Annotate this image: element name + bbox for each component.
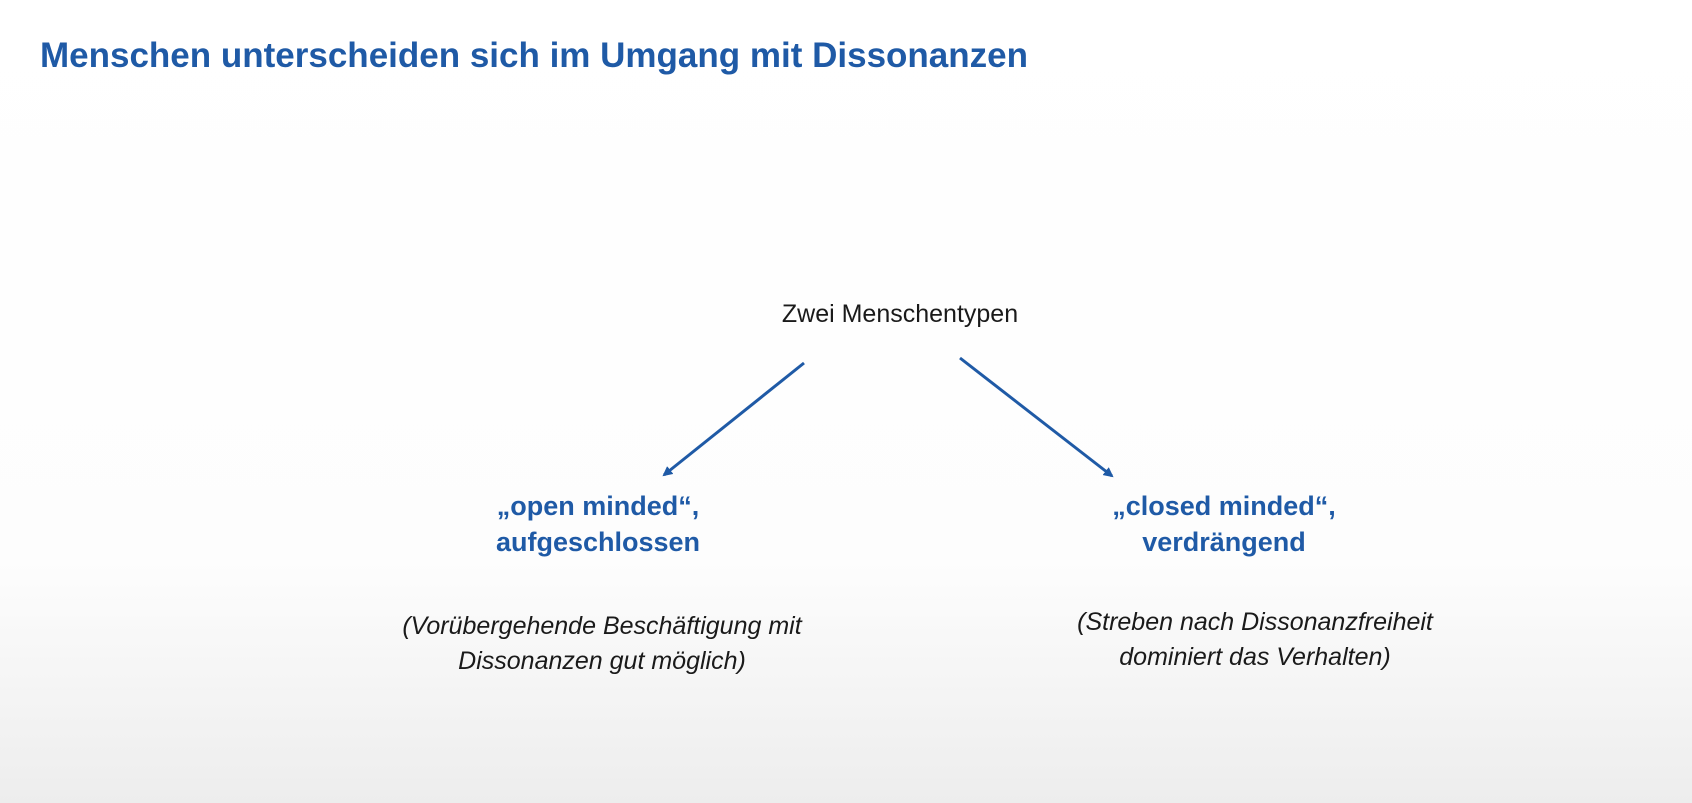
- open-minded-heading-line2: aufgeschlossen: [495, 527, 701, 558]
- closed-minded-description-line1: (Streben nach Dissonanzfreiheit: [1077, 608, 1433, 636]
- closed-minded-description-line2: dominiert das Verhalten): [1119, 643, 1391, 671]
- open-minded-heading-line1: „open minded“,: [496, 491, 700, 521]
- closed-minded-heading-line1: „closed minded“,: [1112, 491, 1336, 521]
- open-minded-description-line1: (Vorübergehende Beschäftigung mit: [402, 612, 802, 640]
- open-minded-description: (Vorübergehende Beschäftigung mit Disson…: [322, 609, 882, 679]
- root-label: Zwei Menschentypen: [781, 300, 1019, 328]
- closed-minded-heading: „closed minded“, verdrängend: [1014, 488, 1434, 561]
- arrow-to-open-minded: [662, 361, 805, 477]
- closed-minded-description: (Streben nach Dissonanzfreiheit dominier…: [975, 605, 1535, 675]
- slide-title: Menschen unterscheiden sich im Umgang mi…: [40, 36, 1028, 75]
- arrow-to-closed-minded: [959, 356, 1114, 478]
- closed-minded-heading-line2: verdrängend: [1142, 527, 1306, 558]
- open-minded-description-line2: Dissonanzen gut möglich): [458, 647, 746, 675]
- open-minded-heading: „open minded“, aufgeschlossen: [388, 488, 808, 561]
